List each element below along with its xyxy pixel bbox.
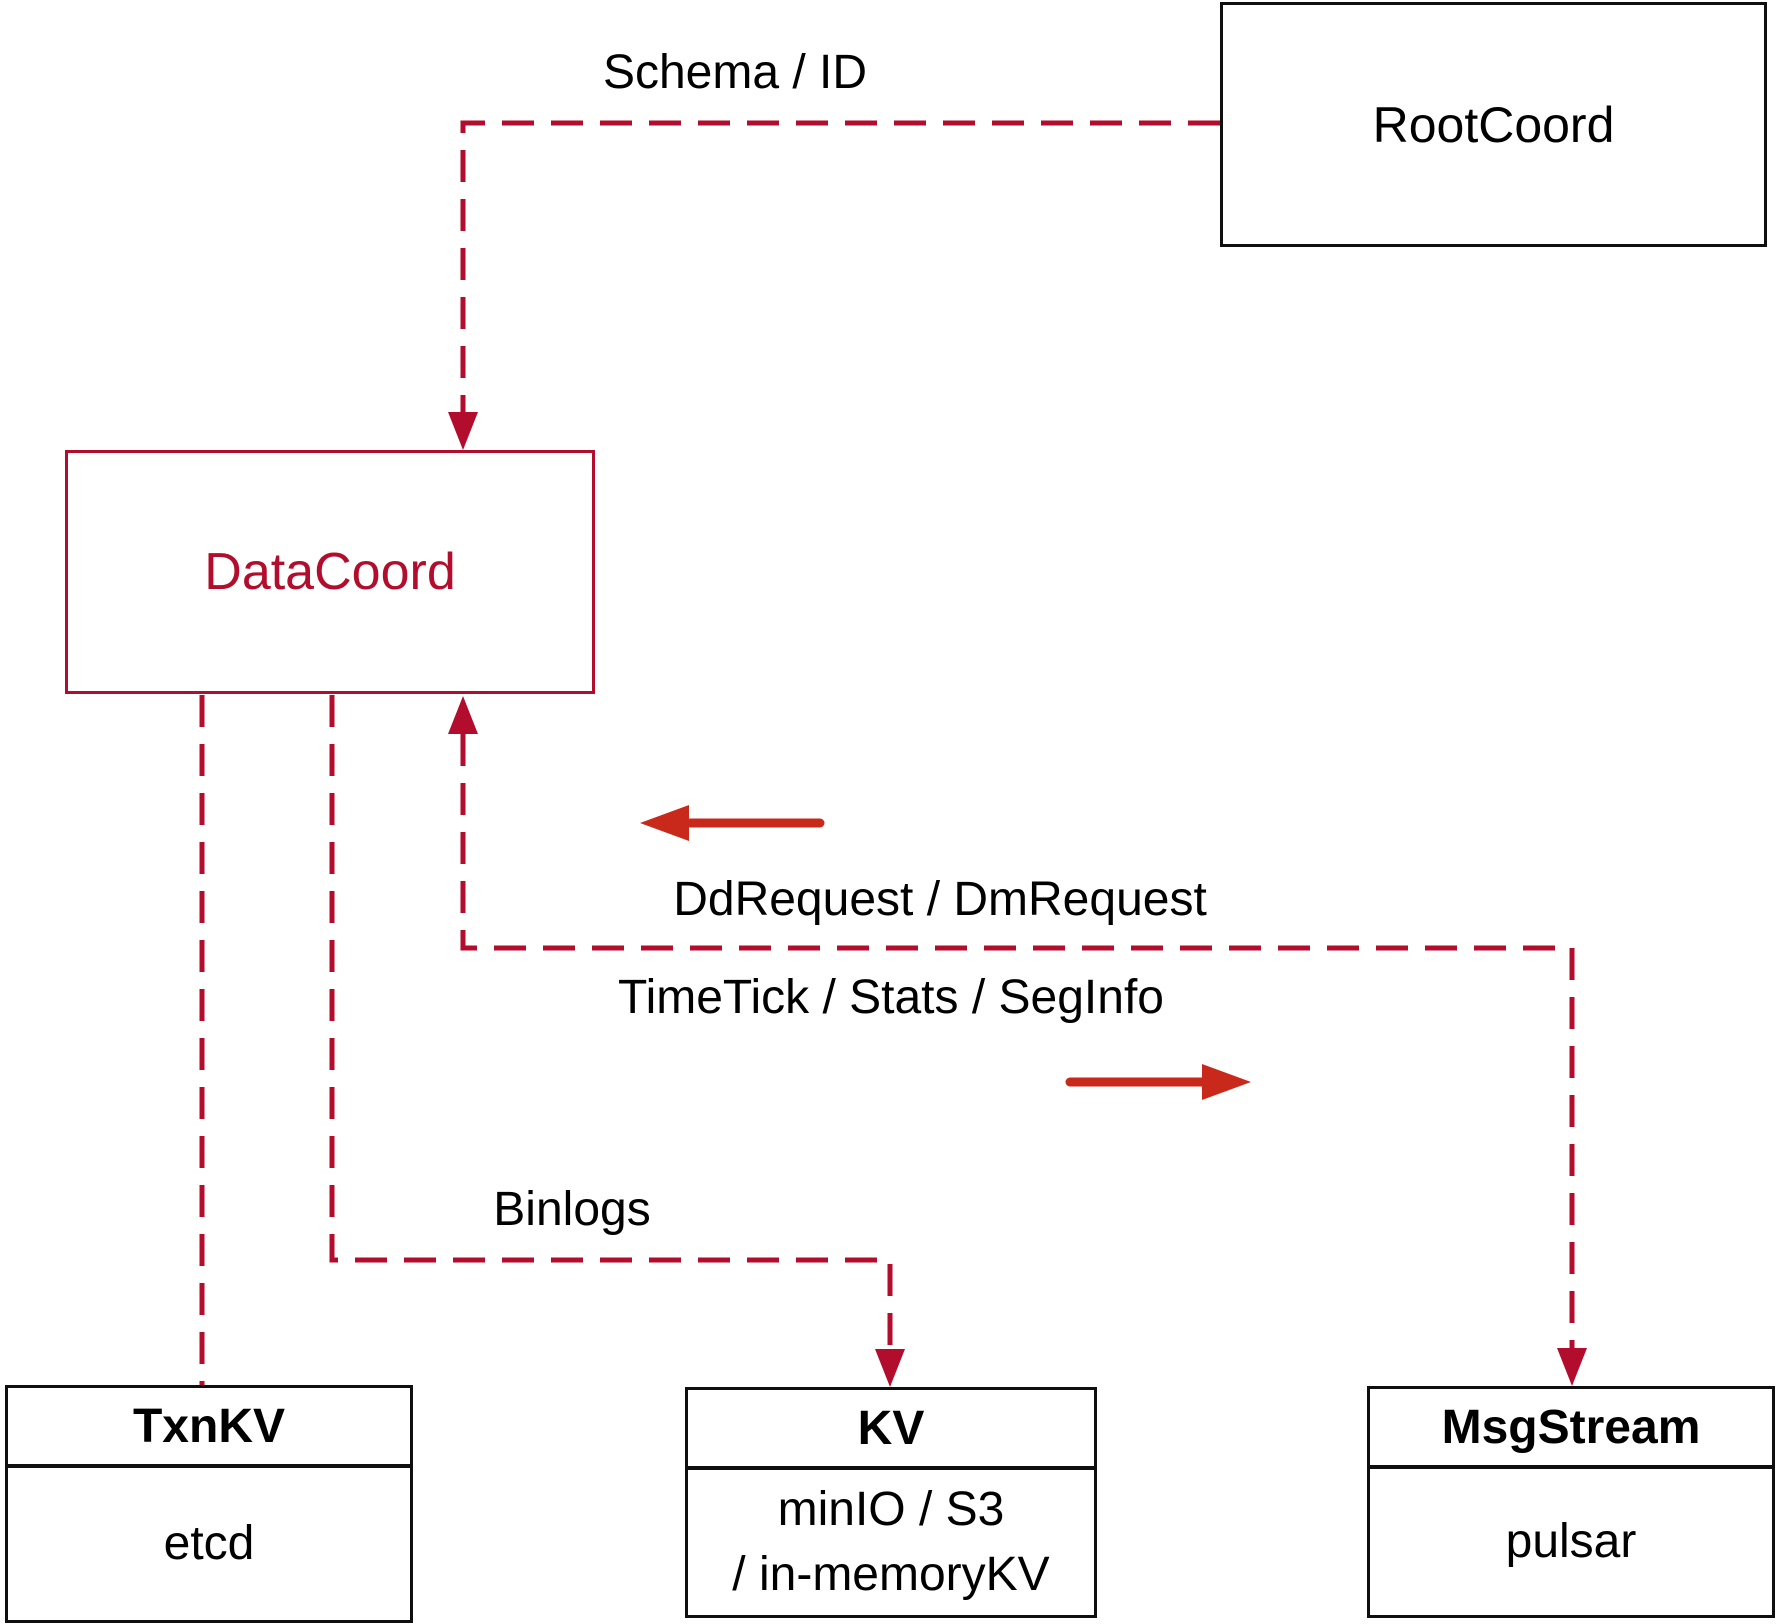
msgstream-arrowhead-icon [1557, 1348, 1587, 1386]
ddrequest-label: DdRequest / DmRequest [673, 873, 1207, 926]
datacoord-node: DataCoord [65, 450, 595, 694]
msgstream-subtitle: pulsar [1505, 1514, 1637, 1568]
binlogs-edge [329, 695, 893, 1349]
timetick-label: TimeTick / Stats / SegInfo [618, 971, 1164, 1024]
left-arrow-icon [640, 805, 825, 841]
txnkv-title: TxnKV [8, 1388, 410, 1468]
datacoord-label: DataCoord [204, 543, 456, 601]
txnkv-subtitle: etcd [163, 1516, 255, 1570]
rootcoord-node: RootCoord [1220, 2, 1767, 247]
right-arrow-icon [1065, 1064, 1251, 1100]
ddrequest-timetick-edge [460, 734, 1575, 1348]
rootcoord-label: RootCoord [1372, 96, 1615, 153]
binlogs-label: Binlogs [493, 1183, 651, 1236]
schema-id-edge [460, 120, 1220, 412]
txnkv-node: TxnKV etcd [5, 1385, 413, 1623]
binlogs-arrowhead-icon [875, 1349, 905, 1387]
msgstream-title: MsgStream [1370, 1389, 1772, 1469]
ddrequest-arrowhead-icon [448, 696, 478, 734]
kv-subtitle-line1: minIO / S3 [777, 1482, 1005, 1536]
kv-title: KV [688, 1390, 1094, 1470]
kv-subtitle-line2: / in-memoryKV [732, 1547, 1050, 1601]
schema-id-arrowhead-icon [448, 412, 478, 450]
kv-node: KV minIO / S3 / in-memoryKV [685, 1387, 1097, 1618]
msgstream-node: MsgStream pulsar [1367, 1386, 1775, 1618]
schema-id-label: Schema / ID [602, 46, 868, 99]
